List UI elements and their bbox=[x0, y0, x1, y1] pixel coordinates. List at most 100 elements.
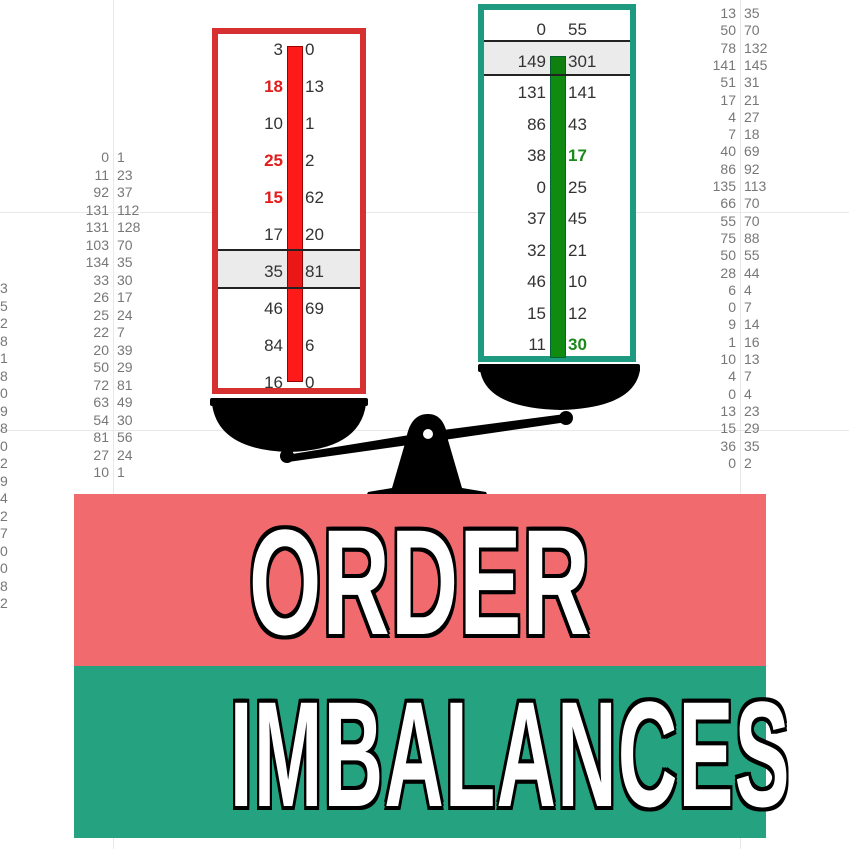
bg-bid-volume: 33 bbox=[93, 271, 109, 288]
bid-volume: 131 bbox=[517, 83, 546, 102]
ask-volume: 301 bbox=[568, 51, 597, 71]
bg-edge-volume: 4 bbox=[0, 490, 8, 506]
title-banner-bottom: IMBALANCES bbox=[74, 666, 791, 838]
ask-volume: 69 bbox=[305, 299, 324, 318]
bg-bid-volume: 54 bbox=[93, 411, 109, 428]
bg-ask-volume: 2 bbox=[744, 454, 752, 471]
ask-volume: 17 bbox=[568, 146, 587, 165]
green-volume-bar bbox=[550, 56, 566, 358]
bg-ask-volume: 35 bbox=[744, 5, 760, 21]
ask-volume: 12 bbox=[568, 303, 587, 323]
bg-bid-volume: 1 bbox=[728, 333, 736, 350]
ask-volume: 10 bbox=[568, 272, 587, 291]
bg-bid-volume: 9 bbox=[728, 316, 736, 333]
ask-volume: 0 bbox=[305, 40, 315, 59]
bg-ask-volume: 39 bbox=[117, 341, 133, 358]
bg-bid-volume: 134 bbox=[85, 254, 109, 270]
bg-edge-volume: 0 bbox=[0, 560, 8, 576]
footprint-row: 32 21 bbox=[484, 241, 630, 261]
grid-line bbox=[0, 212, 849, 213]
footprint-row: 38 17 bbox=[484, 146, 630, 166]
bg-ask-volume: 24 bbox=[117, 306, 133, 323]
grid-line bbox=[113, 0, 114, 849]
ask-volume: 20 bbox=[305, 225, 324, 244]
bid-volume: 3 bbox=[273, 40, 283, 59]
bid-volume: 11 bbox=[528, 335, 546, 354]
bg-ask-volume: 70 bbox=[744, 212, 760, 229]
bg-ask-volume: 23 bbox=[117, 166, 133, 183]
bid-volume: 32 bbox=[527, 240, 546, 260]
bg-ask-volume: 56 bbox=[117, 429, 133, 445]
bg-bid-volume: 141 bbox=[712, 56, 736, 73]
bg-bid-volume: 10 bbox=[720, 351, 736, 367]
bg-bid-volume: 20 bbox=[93, 341, 109, 358]
footprint-row: 46 10 bbox=[484, 272, 630, 292]
bg-edge-volume: 2 bbox=[0, 507, 8, 524]
ask-volume: 43 bbox=[568, 114, 587, 134]
bid-volume: 84 bbox=[264, 336, 283, 355]
bg-ask-volume: 30 bbox=[117, 271, 133, 288]
bg-edge-volume: 2 bbox=[0, 595, 8, 611]
bg-bid-volume: 131 bbox=[85, 219, 109, 235]
ask-volume: 6 bbox=[305, 336, 315, 355]
bg-ask-volume: 81 bbox=[117, 376, 133, 393]
footprint-row: 46 69 bbox=[218, 299, 360, 319]
bg-ask-volume: 49 bbox=[117, 394, 133, 410]
bg-ask-volume: 18 bbox=[744, 126, 760, 143]
bid-volume: 18 bbox=[264, 77, 283, 96]
bg-bid-volume: 10 bbox=[93, 464, 109, 480]
ask-volume: 2 bbox=[305, 151, 315, 170]
bid-volume: 0 bbox=[536, 177, 546, 197]
bg-ask-volume: 112 bbox=[117, 201, 140, 218]
bg-ask-volume: 17 bbox=[117, 289, 133, 305]
bg-bid-volume: 135 bbox=[712, 178, 736, 194]
bg-edge-volume: 8 bbox=[0, 367, 8, 384]
bg-ask-volume: 7 bbox=[744, 299, 752, 316]
bg-ask-volume: 70 bbox=[117, 236, 133, 253]
bid-volume: 25 bbox=[264, 151, 283, 170]
bg-edge-volume: 9 bbox=[0, 402, 8, 419]
bg-ask-volume: 1 bbox=[117, 464, 125, 480]
bid-volume: 46 bbox=[527, 272, 546, 291]
ask-volume: 81 bbox=[305, 262, 324, 281]
bg-bid-volume: 4 bbox=[728, 108, 736, 125]
bid-volume: 35 bbox=[264, 262, 283, 281]
title-line-2: IMBALANCES bbox=[229, 670, 791, 838]
bg-ask-volume: 88 bbox=[744, 229, 760, 246]
bg-edge-volume: 3 bbox=[0, 280, 8, 296]
bg-ask-volume: 7 bbox=[744, 368, 752, 385]
bg-bid-volume: 13 bbox=[720, 5, 736, 21]
bid-volume: 38 bbox=[527, 146, 546, 165]
ask-volume: 21 bbox=[568, 240, 587, 260]
bg-bid-volume: 0 bbox=[728, 385, 736, 402]
bg-bid-volume: 86 bbox=[720, 160, 736, 177]
bg-ask-volume: 23 bbox=[744, 402, 760, 419]
bid-volume: 46 bbox=[264, 299, 283, 318]
bg-ask-volume: 30 bbox=[117, 411, 133, 428]
bg-bid-volume: 50 bbox=[93, 359, 109, 375]
bg-ask-volume: 70 bbox=[744, 195, 760, 212]
bg-ask-volume: 69 bbox=[744, 143, 760, 160]
bg-ask-volume: 4 bbox=[744, 281, 752, 298]
bg-bid-volume: 75 bbox=[720, 229, 736, 246]
bg-bid-volume: 26 bbox=[93, 289, 109, 305]
bg-ask-volume: 37 bbox=[117, 184, 133, 200]
footprint-row: 35 81 bbox=[218, 262, 360, 282]
bg-bid-volume: 7 bbox=[728, 126, 736, 143]
bg-bid-volume: 4 bbox=[728, 368, 736, 385]
bg-ask-volume: 92 bbox=[744, 160, 760, 177]
bg-ask-volume: 16 bbox=[744, 333, 760, 350]
bg-bid-volume: 27 bbox=[93, 446, 109, 463]
bg-ask-volume: 44 bbox=[744, 264, 760, 281]
bg-bid-volume: 0 bbox=[728, 454, 736, 471]
bg-bid-volume: 0 bbox=[728, 299, 736, 316]
